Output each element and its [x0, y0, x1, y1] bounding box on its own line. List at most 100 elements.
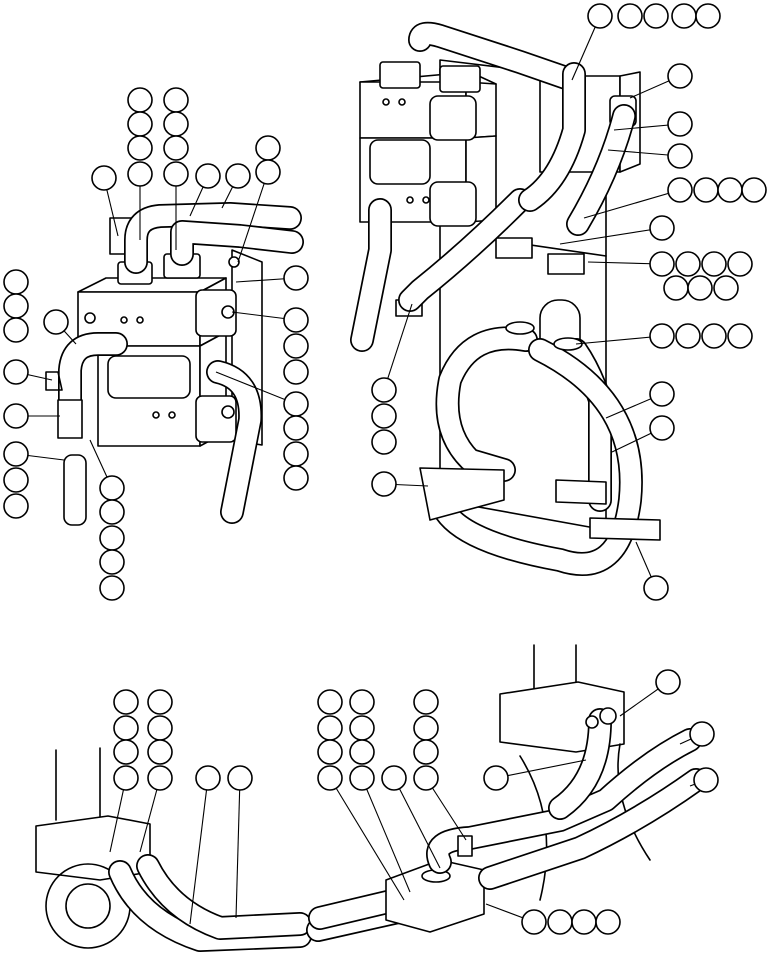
- bolt: [84, 312, 96, 324]
- callout-balloon: [283, 465, 309, 491]
- callout-balloon: [571, 909, 597, 935]
- callout-balloon: [413, 689, 439, 715]
- callout-balloon: [195, 765, 221, 791]
- callout-balloon: [675, 323, 701, 349]
- callout-balloon: [113, 739, 139, 765]
- callout-balloon: [381, 765, 407, 791]
- callout-balloon: [667, 143, 693, 169]
- callout-balloon: [349, 689, 375, 715]
- callout-balloon: [317, 739, 343, 765]
- callout-balloon: [3, 493, 29, 519]
- callout-balloon: [371, 377, 397, 403]
- callout-balloon: [713, 275, 739, 301]
- callout-balloon: [667, 177, 693, 203]
- callout-leader: [583, 189, 681, 219]
- callout-balloon: [717, 177, 743, 203]
- callout-leader: [361, 777, 411, 893]
- callout-balloon: [701, 251, 727, 277]
- callout-leader: [237, 171, 269, 263]
- callout-balloon: [225, 163, 251, 189]
- callout-balloon: [483, 765, 509, 791]
- bolt: [168, 411, 176, 419]
- coil-nut: [221, 405, 235, 419]
- callout-balloon: [147, 689, 173, 715]
- callout-balloon: [687, 275, 713, 301]
- lower-hose-route-view: [35, 644, 708, 952]
- callout-balloon: [99, 525, 125, 551]
- bolt: [152, 411, 160, 419]
- callout-leader: [215, 371, 297, 405]
- bolt: [136, 316, 144, 324]
- callout-balloon: [99, 475, 125, 501]
- callout-balloon: [521, 909, 547, 935]
- callout-leader: [575, 335, 663, 345]
- callout-balloon: [349, 765, 375, 791]
- callout-balloon: [43, 309, 69, 335]
- callout-balloon: [3, 317, 29, 343]
- callout-balloon: [163, 87, 189, 113]
- column: [55, 747, 101, 821]
- callout-leader: [495, 759, 587, 779]
- callout-balloon: [283, 307, 309, 333]
- coil-lower: [195, 395, 237, 443]
- clamp-block: [419, 467, 505, 521]
- callout-balloon: [649, 381, 675, 407]
- callout-balloon: [693, 767, 719, 793]
- callout-balloon: [675, 251, 701, 277]
- callout-balloon: [283, 441, 309, 467]
- callout-balloon: [649, 215, 675, 241]
- callout-leader: [189, 777, 209, 925]
- callout-balloon: [693, 177, 719, 203]
- callout-balloon: [349, 715, 375, 741]
- callout-balloon: [595, 909, 621, 935]
- callout-balloon: [163, 135, 189, 161]
- callout-balloon: [163, 161, 189, 187]
- bolt: [120, 316, 128, 324]
- callout-balloon: [317, 689, 343, 715]
- callout-balloon: [283, 333, 309, 359]
- upper-left-valve-view: [45, 202, 304, 526]
- callout-balloon: [689, 721, 715, 747]
- callout-balloon: [643, 575, 669, 601]
- mount-block: [35, 815, 151, 881]
- callout-balloon: [587, 3, 613, 29]
- callout-balloon: [727, 323, 753, 349]
- callout-balloon: [283, 415, 309, 441]
- callout-balloon: [649, 251, 675, 277]
- callout-balloon: [643, 3, 669, 29]
- callout-balloon: [3, 467, 29, 493]
- callout-balloon: [99, 499, 125, 525]
- callout-balloon: [371, 429, 397, 455]
- callout-balloon: [547, 909, 573, 935]
- callout-balloon: [695, 3, 721, 29]
- callout-balloon: [113, 689, 139, 715]
- callout-balloon: [283, 391, 309, 417]
- callout-balloon: [113, 715, 139, 741]
- callout-balloon: [3, 359, 29, 385]
- callout-balloon: [227, 765, 253, 791]
- callout-balloon: [413, 765, 439, 791]
- callout-balloon: [3, 269, 29, 295]
- callout-balloon: [667, 111, 693, 137]
- hole: [228, 256, 240, 268]
- callout-balloon: [663, 275, 689, 301]
- callout-balloon: [195, 163, 221, 189]
- callout-balloon: [667, 63, 693, 89]
- callout-balloon: [127, 111, 153, 137]
- callout-balloon: [317, 765, 343, 791]
- callout-balloon: [3, 293, 29, 319]
- callout-balloon: [649, 415, 675, 441]
- callout-balloon: [741, 177, 767, 203]
- callout-balloon: [649, 323, 675, 349]
- callout-leader: [559, 227, 663, 245]
- callout-balloon: [91, 165, 117, 191]
- callout-balloon: [617, 3, 643, 29]
- hose-sleeve: [57, 399, 83, 439]
- callout-balloon: [413, 739, 439, 765]
- callout-balloon: [147, 739, 173, 765]
- callout-leader: [235, 777, 241, 919]
- callout-balloon: [99, 575, 125, 601]
- callout-balloon: [163, 111, 189, 137]
- callout-balloon: [655, 669, 681, 695]
